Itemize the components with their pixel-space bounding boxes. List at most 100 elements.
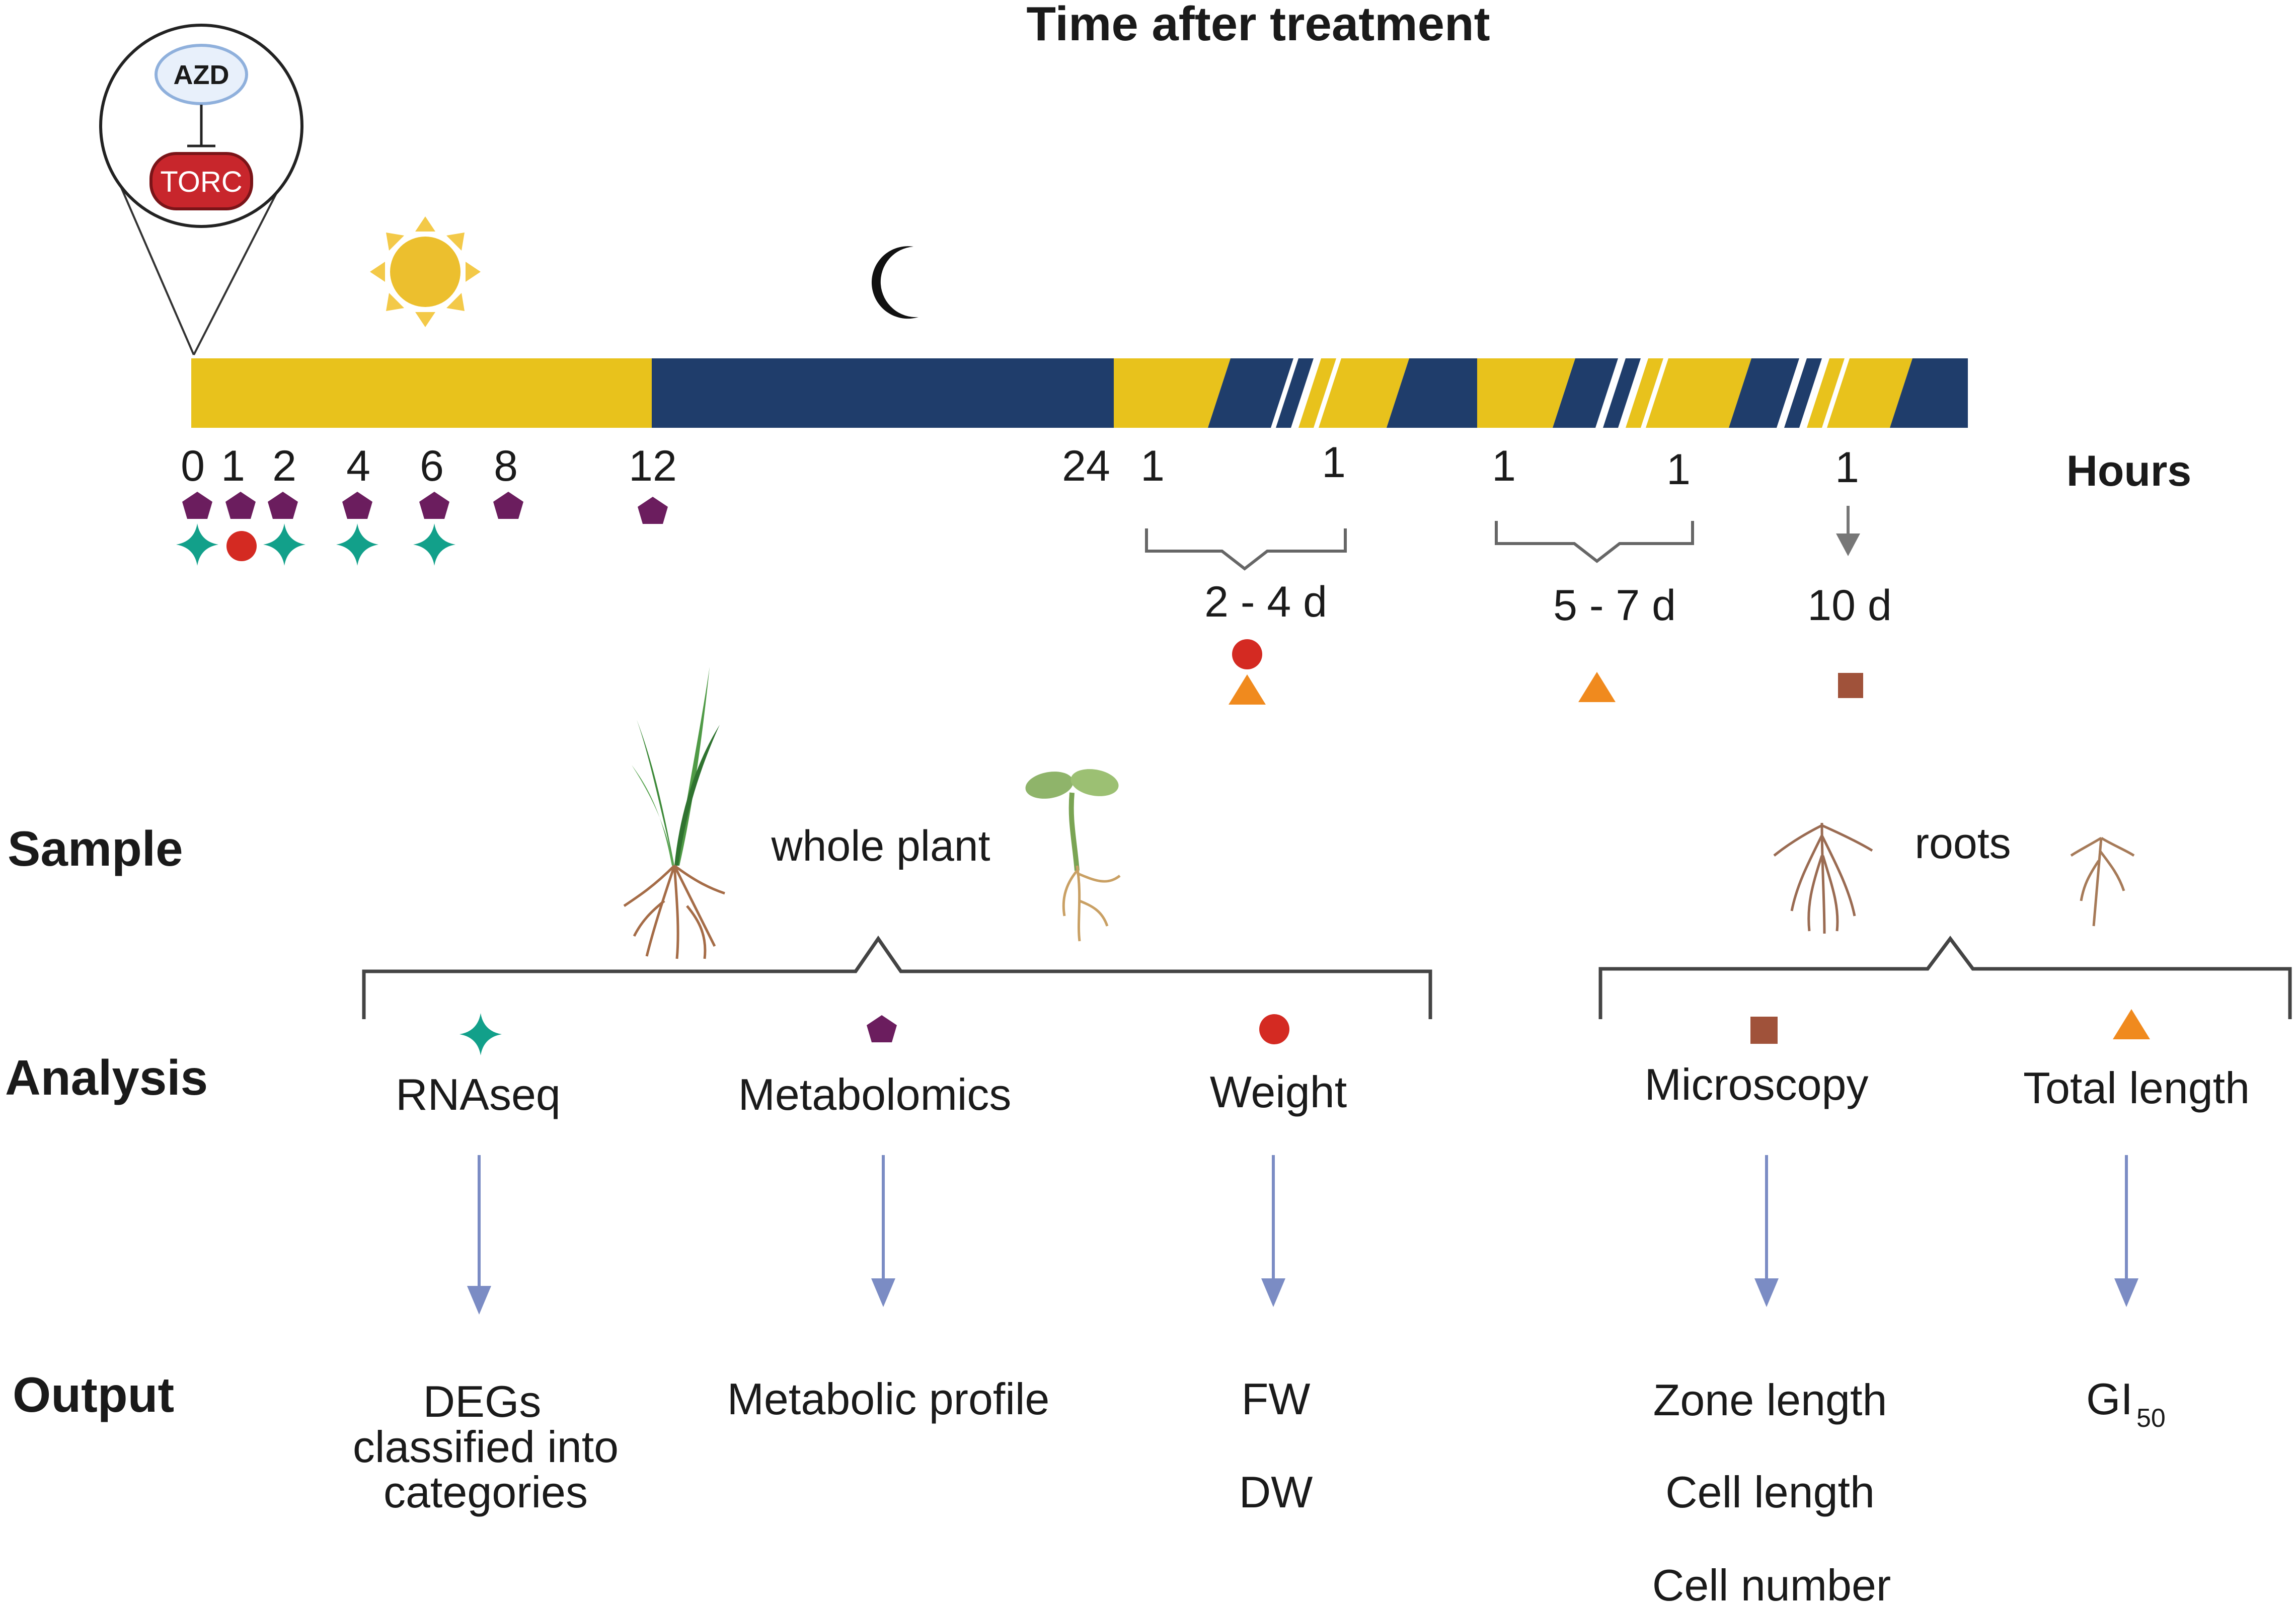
day-segment [1477,358,1575,428]
day-segment [1298,358,1336,428]
night-segment [1387,358,1477,428]
arrow-head [1754,1278,1779,1307]
night-segment [1729,358,1799,428]
tick-label: 24 [1062,442,1110,490]
sample-label-roots: roots [1915,819,2011,868]
arrow-head [1261,1278,1285,1307]
arrow-head [2114,1278,2138,1307]
hours-axis-label: Hours [2067,447,2191,495]
night-segment [1890,358,1968,428]
roots-icon-large [1773,822,1873,934]
duration-label: 10 d [1807,581,1891,630]
dicot-seedling-icon [1025,769,1121,942]
inset-pointer-left [109,161,195,355]
tick-label: 1 [1666,445,1691,494]
weight-marker [226,531,257,561]
total-length-marker [1229,674,1266,705]
rnaseq-marker [176,523,218,566]
rnaseq-marker [263,523,305,566]
day-segment [1114,358,1231,428]
tick-label: 2 [272,442,296,490]
output-text: Cell length [1665,1467,1875,1517]
output-text: GI [2086,1374,2133,1424]
hour-ticks: 0 1 2 4 6 8 12 24 1 1 1 1 1 Hours [181,438,2191,495]
tick-label: 1 [1140,442,1165,490]
whole-plant-bracket [362,935,1432,1019]
tick-label: 6 [420,442,444,490]
moon-icon [871,246,919,319]
analysis-to-output-arrows [467,1155,2138,1315]
output-total-length: GI 50 [2086,1374,2166,1433]
output-weight: FW DW [1239,1374,1313,1517]
duration-brackets [1145,521,1694,571]
night-segment [1784,358,1822,428]
night-segment [1208,358,1293,428]
roots-icon-small [2070,836,2135,927]
arrow-10d [1836,506,1860,556]
weight-marker [1259,1014,1289,1044]
output-metabolomics: Metabolic profile [727,1374,1050,1424]
day-segment [1646,358,1751,428]
day-segment [1626,358,1663,428]
tick-label: 1 [1322,438,1346,487]
output-subscript: 50 [2136,1404,2166,1433]
azd-badge [155,44,248,105]
roots-bracket [1598,936,2292,1019]
output-rnaseq: DEGs classified into categories [353,1377,619,1517]
rnaseq-marker [336,523,378,566]
sun-icon [370,216,481,327]
rnaseq-marker [413,523,455,566]
metabolomics-marker [638,497,668,524]
figure-title: Time after treatment [1026,0,1490,51]
output-text: FW [1242,1374,1311,1424]
analysis-metabolomics: Metabolomics [738,1069,1012,1119]
rnaseq-marker [460,1013,502,1055]
output-text: DW [1239,1467,1313,1517]
tick-label: 12 [629,442,677,490]
sampling-markers-hours [176,492,668,566]
total-length-marker [2113,1009,2150,1039]
analysis-rnaseq: RNAseq [396,1069,561,1119]
tick-label: 4 [346,442,370,490]
grass-seedling-icon [623,667,725,959]
day-segment [191,358,652,428]
metabolomics-marker [342,492,372,519]
output-microscopy: Zone length Cell length Cell number [1652,1375,1891,1605]
output-text: Zone length [1653,1375,1887,1425]
metabolomics-marker [268,492,298,519]
sample-label-whole-plant: whole plant [771,822,990,870]
tick-label: 1 [1492,442,1516,490]
weight-marker [1232,639,1262,669]
metabolomics-marker [182,492,212,519]
tick-label: 8 [494,442,518,490]
timeline-bar [191,358,1968,428]
bracket-2-4d [1145,528,1347,571]
torc-label: TORC [160,166,242,198]
microscopy-marker [1838,673,1863,698]
night-segment [1553,358,1618,428]
analysis-microscopy: Microscopy [1645,1059,1869,1109]
metabolomics-marker [419,492,449,519]
metabolomics-marker [867,1015,897,1042]
arrow-head [467,1286,491,1315]
night-segment [1276,358,1314,428]
bracket-5-7d [1495,521,1694,563]
output-text: classified into [353,1422,619,1472]
tick-label: 1 [1835,443,1859,492]
analysis-weight: Weight [1210,1067,1347,1117]
metabolomics-marker [493,492,523,519]
metabolomics-marker [225,492,256,519]
night-segment [1603,358,1641,428]
night-segment [652,358,1114,428]
arrow-head [871,1278,895,1307]
tick-label: 0 [181,442,205,490]
azd-label: AZD [174,60,229,90]
output-text: categories [384,1467,588,1517]
output-text: DEGs [423,1377,542,1426]
torc-badge [149,152,253,210]
duration-label: 5 - 7 d [1553,581,1676,630]
day-segment [1827,358,1912,428]
output-text: Cell number [1652,1560,1891,1605]
analysis-total-length: Total length [2023,1063,2250,1113]
